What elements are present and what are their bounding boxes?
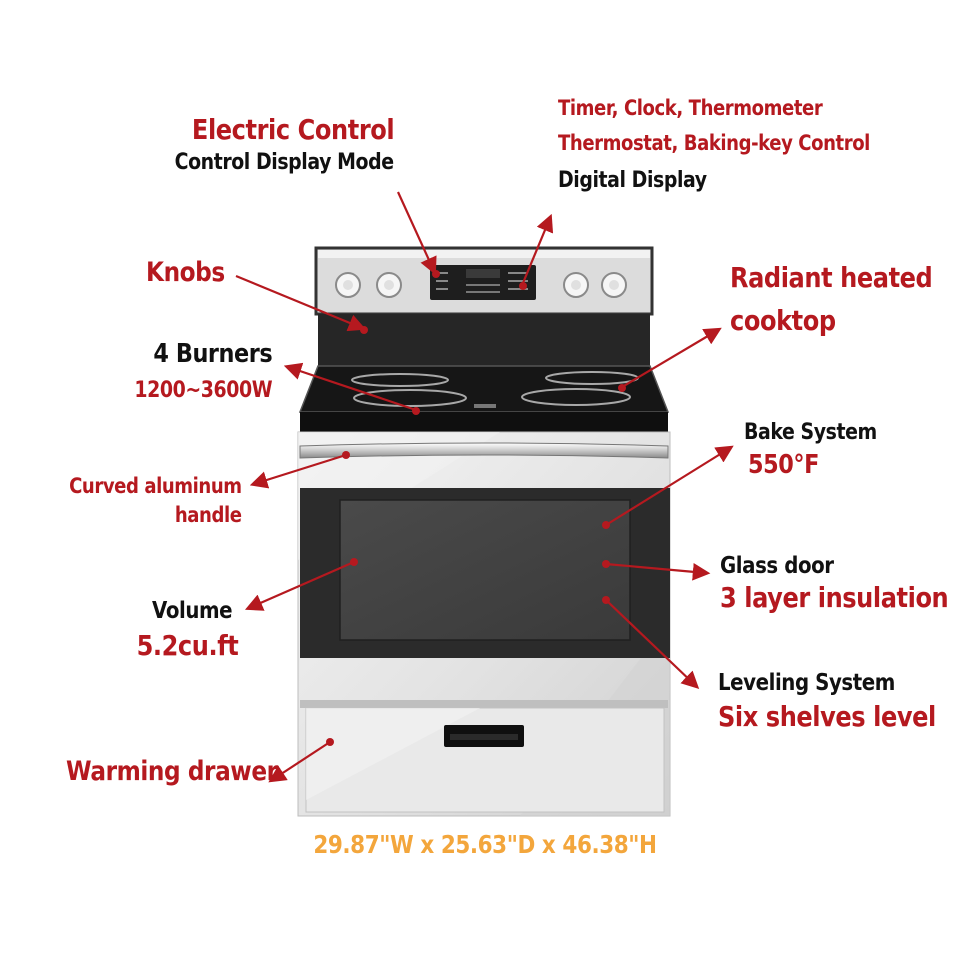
label-electric-control: Electric Control [191, 113, 395, 146]
label-wattage: 1200~3600W [134, 378, 272, 403]
oven-handle[interactable] [299, 442, 669, 459]
knob-right-1[interactable] [563, 272, 589, 298]
label-thermostat: Thermostat, Baking-key Control [558, 131, 870, 155]
label-bake-system: Bake System [744, 420, 877, 445]
drawer-trim [300, 700, 668, 708]
label-warming-drawer: Warming drawer [66, 756, 278, 787]
label-shelves: Six shelves level [718, 700, 936, 733]
knob-left-1[interactable] [335, 272, 361, 298]
knob-right-2[interactable] [601, 272, 627, 298]
cooktop-back-panel [318, 314, 650, 366]
label-handle-line1: Curved aluminum [69, 474, 242, 498]
label-dimensions: 29.87"W x 25.63"D x 46.38"H [313, 830, 657, 859]
label-bake-temp: 550°F [748, 450, 819, 480]
callout-dots [326, 270, 626, 746]
label-glass-door: Glass door [720, 553, 834, 579]
label-volume: Volume [151, 598, 233, 624]
label-leveling-system: Leveling System [718, 670, 895, 696]
label-control-display-mode: Control Display Mode [175, 150, 394, 175]
label-cooktop: cooktop [730, 304, 836, 337]
label-volume-value: 5.2cu.ft [136, 629, 238, 662]
label-radiant-heated: Radiant heated [730, 261, 933, 294]
oven-door[interactable] [300, 488, 670, 658]
knob-left-2[interactable] [376, 272, 402, 298]
cooktop [298, 365, 670, 432]
label-insulation: 3 layer insulation [720, 581, 949, 614]
label-timer-clock: Timer, Clock, Thermometer [558, 96, 823, 120]
label-knobs: Knobs [146, 257, 225, 288]
warming-drawer[interactable] [305, 707, 665, 813]
callout-arrows [235, 191, 734, 783]
control-panel[interactable] [430, 265, 536, 300]
label-four-burners: 4 Burners [153, 339, 272, 369]
label-handle-line2: handle [175, 503, 242, 527]
label-digital-display: Digital Display [558, 168, 707, 193]
